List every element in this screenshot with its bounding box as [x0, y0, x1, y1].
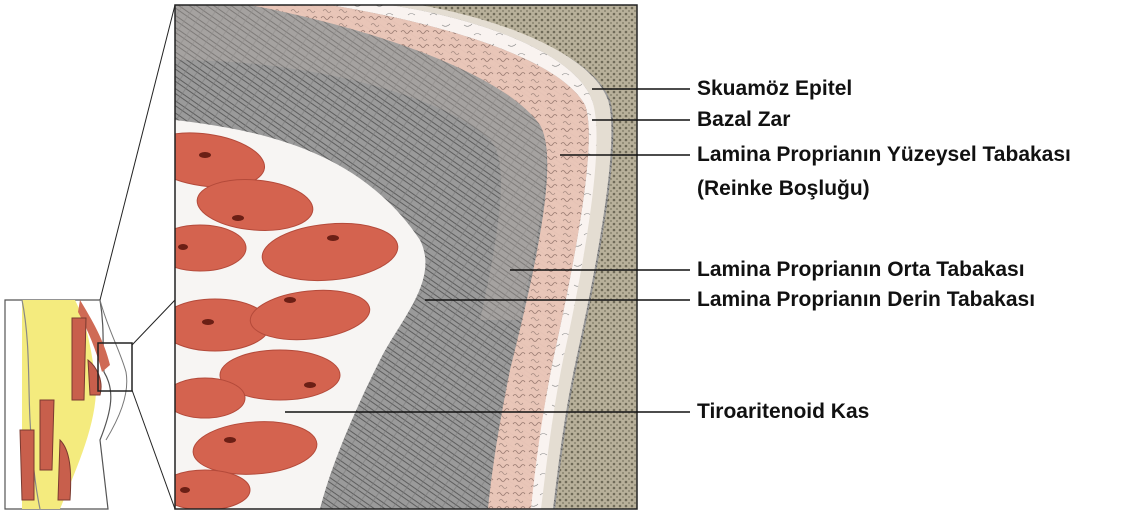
label-basement-membrane: Bazal Zar	[697, 108, 790, 132]
label-deep-layer: Lamina Proprianın Derin Tabakası	[697, 288, 1035, 312]
vocal-fold-inset	[5, 300, 127, 509]
label-intermediate-layer: Lamina Proprianın Orta Tabakası	[697, 258, 1025, 282]
magnified-cross-section	[142, 5, 637, 510]
label-reinke-space: (Reinke Boşluğu)	[697, 177, 870, 201]
label-thyroarytenoid-muscle: Tiroaritenoid Kas	[697, 400, 869, 424]
label-superficial-layer: Lamina Proprianın Yüzeysel Tabakası	[697, 143, 1071, 167]
zoom-connector-mid	[132, 300, 175, 345]
label-squamous-epithelium: Skuamöz Epitel	[697, 77, 852, 101]
zoom-connector-top	[100, 5, 175, 300]
zoom-connector-bottom	[132, 390, 175, 509]
